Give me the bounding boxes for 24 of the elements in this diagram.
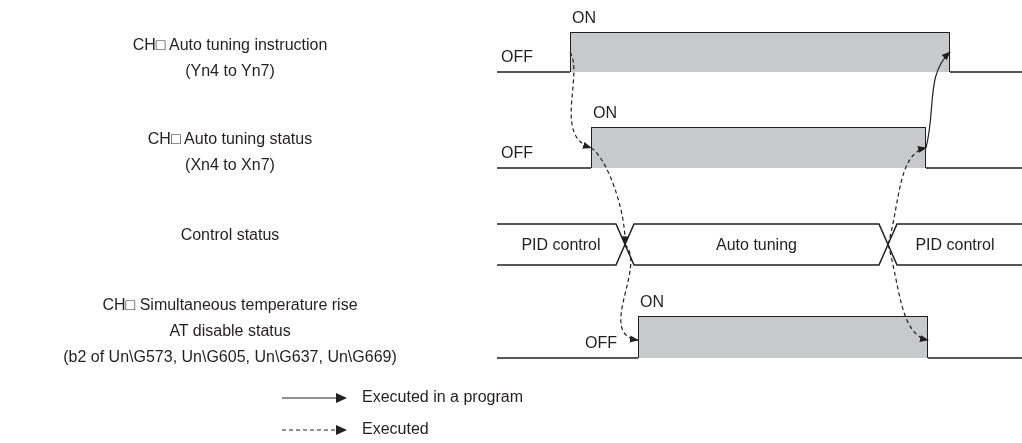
level-label: ON (640, 292, 664, 312)
state-segment: PID control (888, 224, 1022, 265)
signal-name: Control status (179, 225, 281, 245)
legend-text: Executed (362, 420, 429, 438)
on-pulse (591, 103, 926, 168)
dashed-arrow (887, 147, 927, 246)
dashed-arrow (887, 243, 929, 341)
dashed-arrow (590, 147, 629, 246)
signal-name: CH□ Simultaneous temperature rise AT disable status (b2 of Un\G573, Un\G605, Un\G637, Un\G669) (62, 295, 398, 367)
state-segment: Auto tuning (625, 224, 888, 265)
level-label: OFF (501, 143, 533, 163)
level-label: ON (593, 103, 617, 123)
on-pulse (570, 8, 950, 72)
dashed-arrow (569, 51, 592, 149)
signal-name: CH□ Auto tuning status (Xn4 to Xn7) (146, 129, 314, 175)
on-pulse (638, 292, 928, 358)
legend-text: Executed in a program (362, 388, 523, 406)
arrow (925, 51, 951, 149)
level-label: ON (572, 8, 596, 28)
level-label: OFF (585, 333, 617, 353)
signal-name: CH□ Auto tuning instruction (Yn4 to Yn7) (131, 35, 329, 81)
level-label: OFF (501, 47, 533, 67)
state-segment: PID control (497, 224, 625, 265)
dashed-arrow (620, 243, 639, 342)
